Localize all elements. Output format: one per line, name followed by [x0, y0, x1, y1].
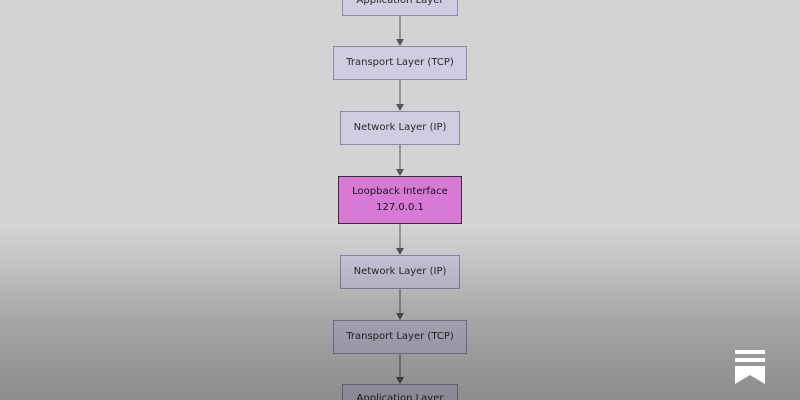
node-transport-layer-bottom: Transport Layer (TCP) [333, 320, 467, 354]
node-application-layer-bottom: Application Layer [342, 384, 458, 400]
node-label: Transport Layer (TCP) [346, 57, 454, 68]
node-network-layer-top: Network Layer (IP) [340, 111, 460, 145]
node-transport-layer-top: Transport Layer (TCP) [333, 46, 467, 80]
node-label: Transport Layer (TCP) [346, 331, 454, 342]
node-loopback-interface: Loopback Interface 127.0.0.1 [338, 176, 462, 224]
bookmark-stack-icon [735, 350, 765, 384]
node-label: Network Layer (IP) [353, 122, 447, 133]
node-address: 127.0.0.1 [376, 202, 424, 213]
node-label: Application Layer [356, 393, 444, 400]
node-label: Loopback Interface [352, 186, 448, 197]
node-label: Application Layer [356, 0, 444, 6]
node-network-layer-bottom: Network Layer (IP) [340, 255, 460, 289]
node-application-layer-top: Application Layer [342, 0, 458, 16]
node-label: Network Layer (IP) [353, 266, 447, 277]
